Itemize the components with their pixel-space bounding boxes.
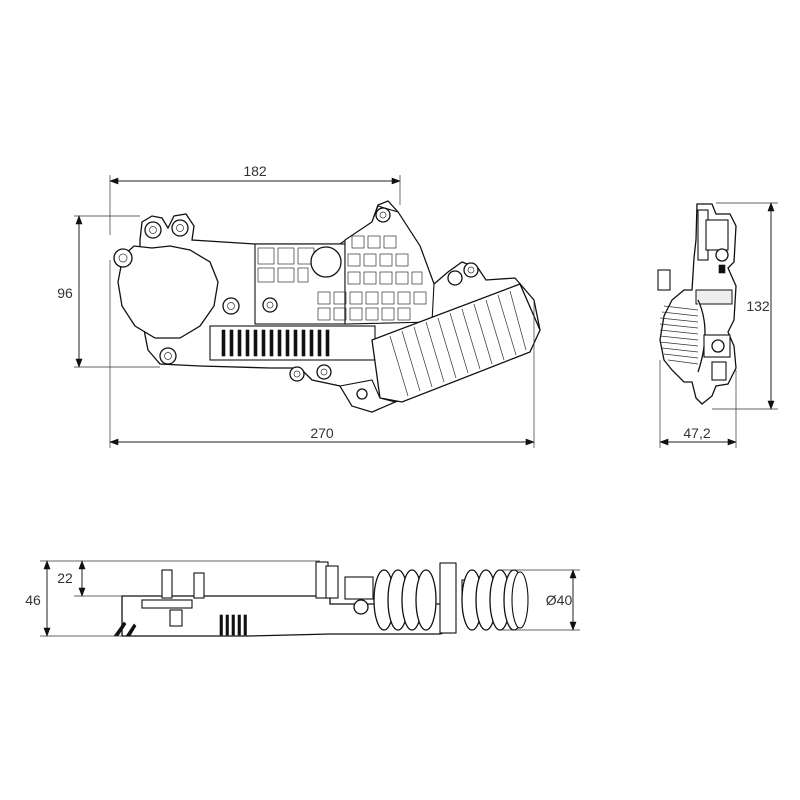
dimension-270: 270 <box>109 260 535 448</box>
dim-label-22: 22 <box>57 570 73 586</box>
top-view <box>113 200 541 413</box>
dimension-diameter-40: Ø40 <box>498 569 580 631</box>
dim-label-46: 46 <box>25 592 41 608</box>
front-view <box>113 561 529 637</box>
dim-label-132: 132 <box>746 298 770 314</box>
dimension-96: 96 <box>57 215 160 368</box>
dim-label-diameter-40: Ø40 <box>546 592 573 608</box>
dim-label-182: 182 <box>243 163 267 179</box>
dim-label-270: 270 <box>310 425 334 441</box>
dim-label-47-2: 47,2 <box>683 425 710 441</box>
dimension-182: 182 <box>109 163 401 235</box>
side-view <box>657 203 737 405</box>
dimension-47-2: 47,2 <box>659 360 737 448</box>
dimension-46: 46 <box>25 560 320 637</box>
dimension-132: 132 <box>712 202 778 410</box>
dim-label-96: 96 <box>57 285 73 301</box>
dimension-22: 22 <box>57 560 122 597</box>
